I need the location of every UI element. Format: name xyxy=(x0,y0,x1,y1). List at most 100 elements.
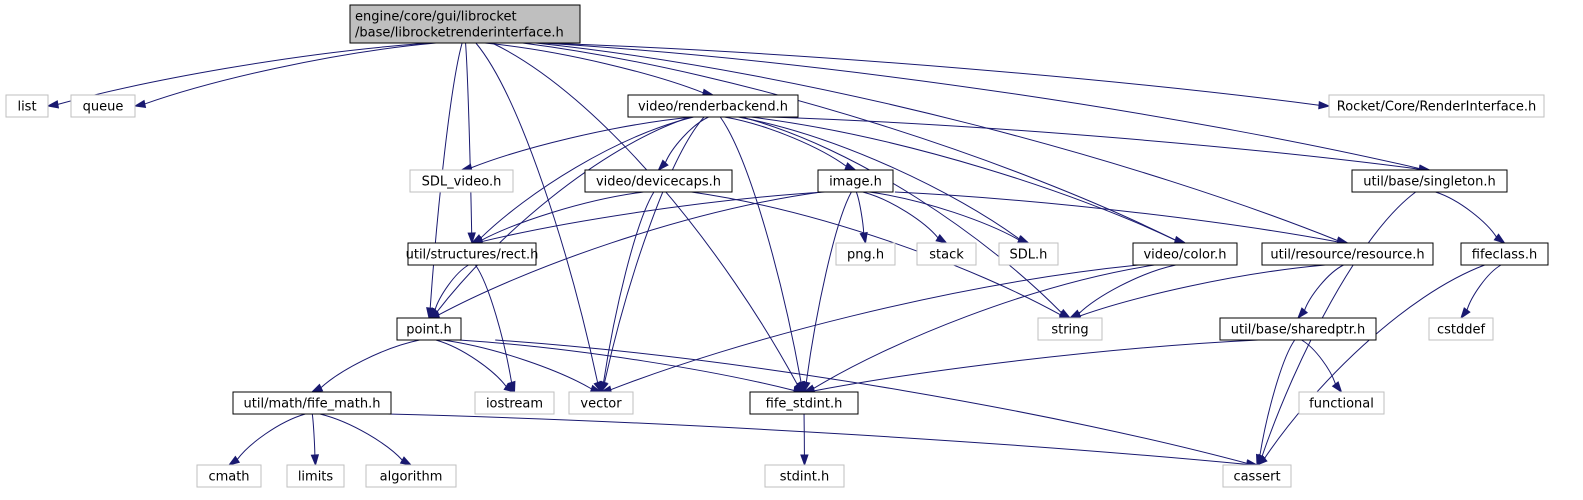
edge-renderbackend-to-devicecaps xyxy=(664,116,709,163)
node-fifeclass[interactable]: fifeclass.h xyxy=(1460,242,1549,266)
edge-image-to-sdl xyxy=(869,191,1020,241)
node-box xyxy=(627,94,799,118)
node-sdl: SDL.h xyxy=(998,242,1059,266)
edge-renderbackend-to-rect xyxy=(480,116,694,239)
node-label: Rocket/Core/RenderInterface.h xyxy=(1337,100,1536,115)
node-stdint: stdint.h xyxy=(764,464,845,488)
arrowhead-renderbackend-to-image xyxy=(844,162,857,171)
node-label: vector xyxy=(580,397,622,412)
node-box xyxy=(365,464,457,488)
arrowhead-singleton-to-fifeclass xyxy=(1493,233,1506,244)
node-box xyxy=(474,391,555,415)
node-box xyxy=(1298,391,1385,415)
arrowhead-resource-to-sharedptr xyxy=(1297,307,1309,320)
node-fifestdint[interactable]: fife_stdint.h xyxy=(749,391,859,415)
node-devicecaps[interactable]: video/devicecaps.h xyxy=(584,169,733,193)
edge-point-to-fifemath xyxy=(320,339,420,389)
node-point[interactable]: point.h xyxy=(396,317,462,341)
node-box xyxy=(1328,94,1545,118)
node-box xyxy=(70,94,136,118)
node-label: cassert xyxy=(1233,470,1280,485)
node-functional: functional xyxy=(1298,391,1385,415)
node-label: list xyxy=(17,100,36,115)
node-sharedptr[interactable]: util/base/sharedptr.h xyxy=(1219,317,1377,341)
node-label: limits xyxy=(298,470,334,485)
edge-root-to-renderbackend xyxy=(484,42,704,94)
node-string: string xyxy=(1037,317,1103,341)
edge-point-to-cassert xyxy=(495,339,1248,464)
node-box xyxy=(407,242,537,266)
node-label: queue xyxy=(83,100,124,115)
edge-point-to-iostream xyxy=(435,339,507,387)
edge-fifemath-to-cmath xyxy=(236,413,306,460)
arrowhead-point-to-iostream xyxy=(503,382,516,393)
node-box xyxy=(568,391,634,415)
arrowhead-root-to-rocketri xyxy=(1318,100,1331,110)
node-resource[interactable]: util/resource/resource.h xyxy=(1261,242,1434,266)
edge-image-to-point xyxy=(438,191,822,316)
edge-renderbackend-to-singleton xyxy=(770,116,1420,170)
arrowhead-image-to-fifestdint xyxy=(802,380,811,394)
node-label: util/math/fife_math.h xyxy=(244,397,381,412)
node-box xyxy=(817,169,894,193)
edge-renderbackend-to-image xyxy=(724,116,847,167)
arrowhead-root-to-queue xyxy=(133,99,147,108)
edge-layer xyxy=(46,42,1506,469)
edge-renderbackend-to-point xyxy=(436,116,691,313)
node-box xyxy=(1428,317,1494,341)
edge-sharedptr-to-fifestdint xyxy=(813,339,1259,392)
edge-rect-to-iostream xyxy=(474,264,513,383)
edge-image-to-png xyxy=(855,191,865,234)
node-label: SDL.h xyxy=(1010,248,1048,263)
edge-root-to-queue xyxy=(144,42,437,105)
node-label: image.h xyxy=(829,175,882,190)
node-renderbackend[interactable]: video/renderbackend.h xyxy=(627,94,799,118)
edge-resource-to-sharedptr xyxy=(1304,264,1344,311)
node-color[interactable]: video/color.h xyxy=(1132,242,1238,266)
node-label: /base/librocketrenderinterface.h xyxy=(355,26,564,41)
node-root[interactable]: engine/core/gui/librocket/base/librocket… xyxy=(349,4,581,44)
arrowhead-root-to-list xyxy=(46,100,60,109)
node-label: point.h xyxy=(406,323,452,338)
node-box xyxy=(835,242,896,266)
edge-devicecaps-to-rect xyxy=(481,191,644,241)
node-fifemath[interactable]: util/math/fife_math.h xyxy=(232,391,392,415)
node-label: engine/core/gui/librocket xyxy=(355,10,517,25)
node-box xyxy=(349,4,581,44)
node-singleton[interactable]: util/base/singleton.h xyxy=(1351,169,1508,193)
node-box xyxy=(396,317,462,341)
node-label: fifeclass.h xyxy=(1472,248,1537,263)
edge-color-to-fifestdint xyxy=(813,264,1155,390)
arrowhead-fifestdint-to-stdint xyxy=(800,454,809,467)
arrowhead-fifemath-to-limits xyxy=(310,454,320,467)
edge-point-to-vector xyxy=(442,339,592,390)
edge-sharedptr-to-functional xyxy=(1301,339,1336,385)
node-label: iostream xyxy=(486,397,543,412)
node-label: algorithm xyxy=(380,470,443,485)
edge-renderbackend-to-sdlvideo xyxy=(471,116,693,169)
node-label: cmath xyxy=(208,470,249,485)
node-label: util/structures/rect.h xyxy=(406,248,539,263)
node-box xyxy=(5,94,49,118)
node-box xyxy=(232,391,392,415)
node-limits: limits xyxy=(286,464,345,488)
node-rect[interactable]: util/structures/rect.h xyxy=(406,242,539,266)
arrowhead-devicecaps-to-vector xyxy=(599,380,608,394)
arrowhead-image-to-stack xyxy=(935,233,948,244)
node-label: stack xyxy=(929,248,964,263)
node-label: video/renderbackend.h xyxy=(638,100,788,115)
node-box xyxy=(1261,242,1434,266)
edge-root-to-color xyxy=(522,42,1176,241)
node-image[interactable]: image.h xyxy=(817,169,894,193)
node-box xyxy=(196,464,262,488)
arrowhead-fifeclass-to-cstddef xyxy=(1460,307,1471,320)
edge-fifeclass-to-cstddef xyxy=(1466,264,1502,311)
node-label: functional xyxy=(1309,397,1374,412)
node-box xyxy=(1222,464,1292,488)
edge-renderbackend-to-vector xyxy=(604,116,705,383)
node-box xyxy=(1132,242,1238,266)
edge-root-to-vector xyxy=(475,42,599,383)
edge-color-to-vector xyxy=(610,264,1139,391)
edge-singleton-to-cassert xyxy=(1261,191,1416,457)
node-label: util/resource/resource.h xyxy=(1270,248,1424,263)
